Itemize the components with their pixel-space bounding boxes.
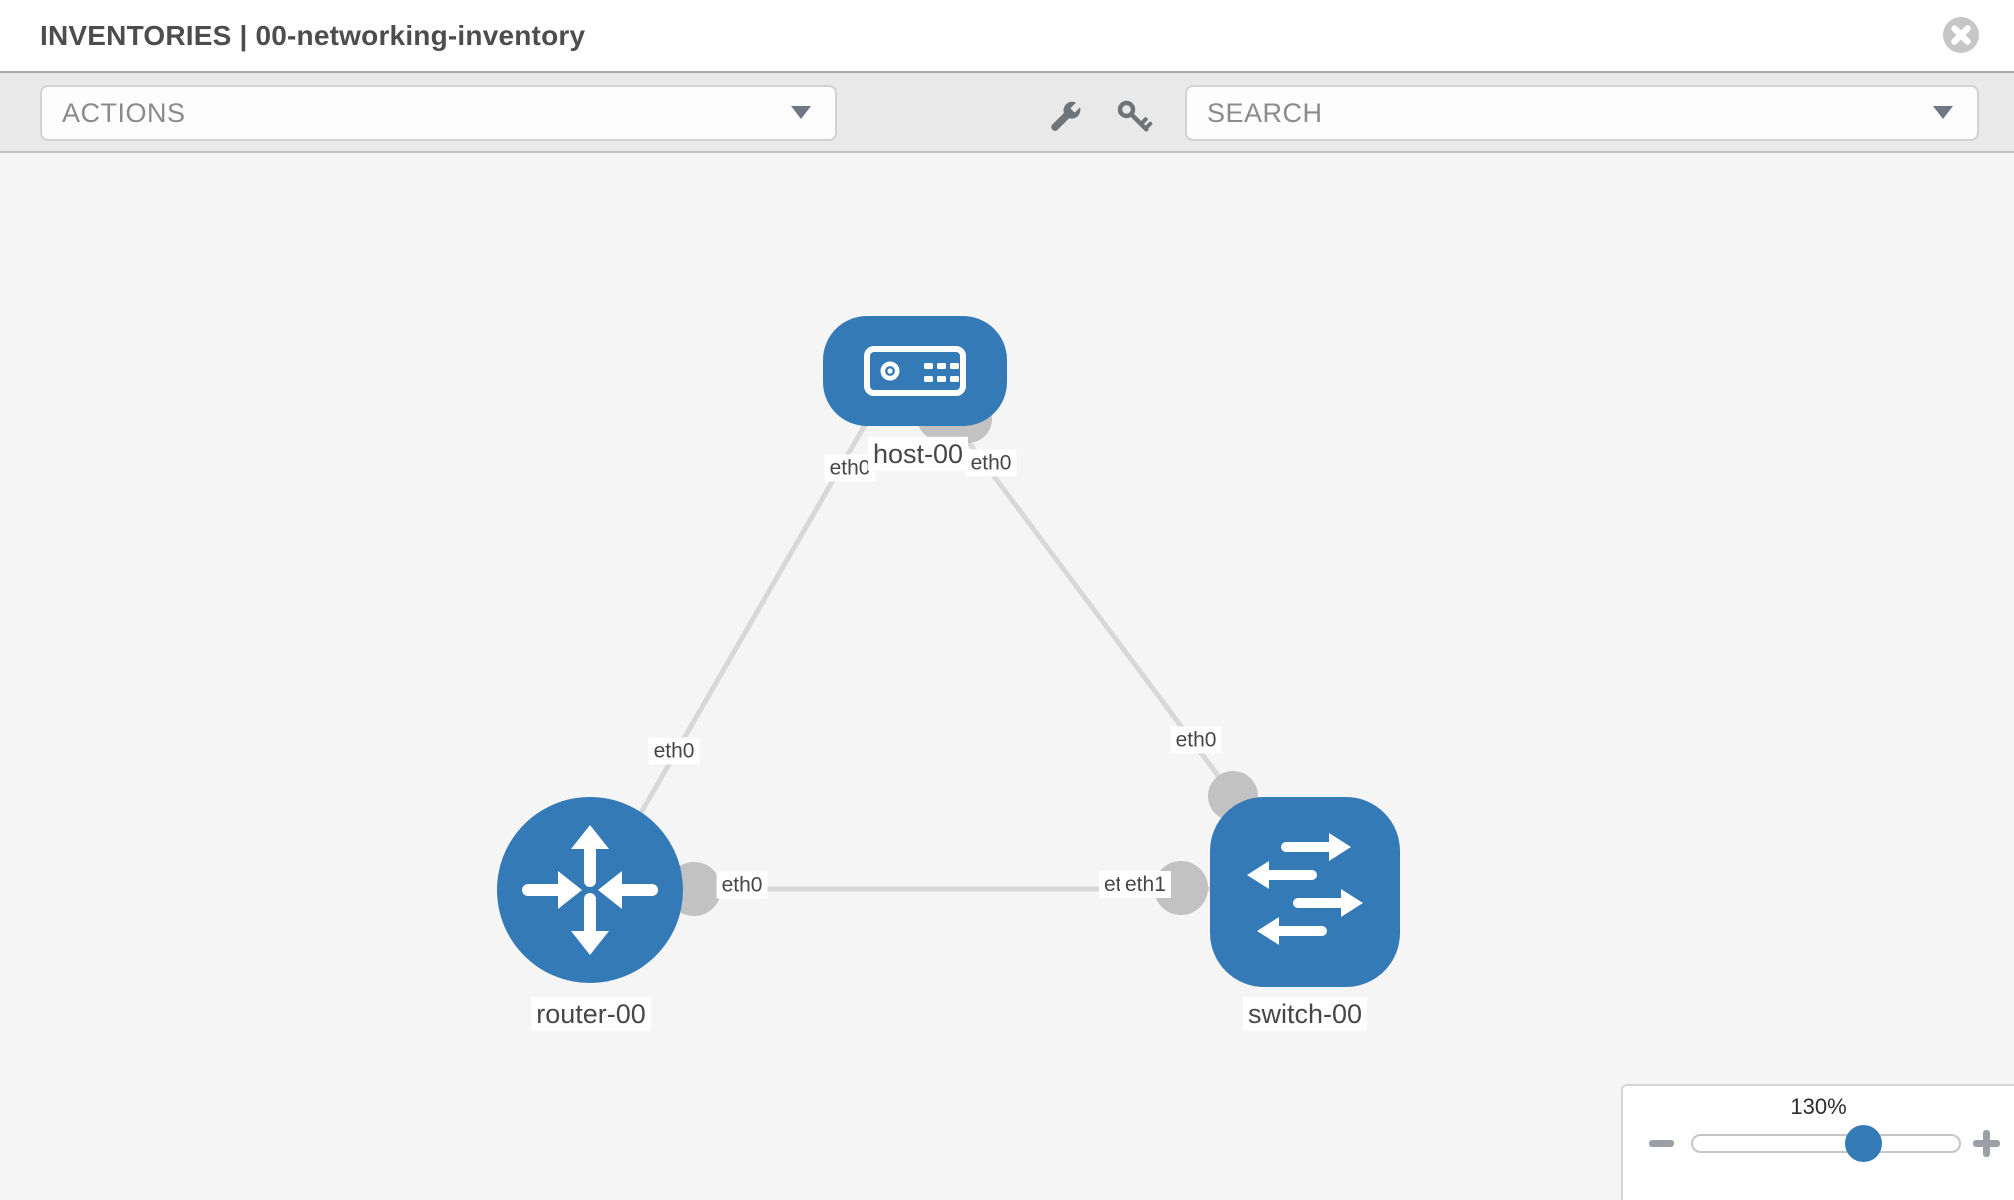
- actions-dropdown[interactable]: ACTIONS: [40, 85, 837, 141]
- topology-canvas[interactable]: eth0 eth0 eth0 eth0 eth0 eth0 eth1 host-…: [0, 153, 2014, 1200]
- zoom-in-button[interactable]: [1973, 1130, 2000, 1157]
- header: INVENTORIES | 00-networking-inventory: [0, 0, 2014, 71]
- node-label-switch: switch-00: [1242, 996, 1368, 1032]
- wrench-icon: [1046, 101, 1086, 141]
- router-icon: [522, 825, 658, 955]
- switch-icon: [1247, 833, 1363, 945]
- search-dropdown[interactable]: SEARCH: [1185, 85, 1979, 141]
- iface-label-router-switch-router-side: eth0: [716, 871, 768, 899]
- actions-dropdown-label: ACTIONS: [62, 97, 186, 128]
- close-button[interactable]: [1938, 12, 1984, 58]
- toolbar: ACTIONS SEARCH: [0, 71, 2014, 153]
- plus-icon: [1983, 1130, 1990, 1157]
- node-host[interactable]: [823, 316, 1007, 426]
- chevron-down-icon: [791, 106, 811, 119]
- iface-label-router-switch-switch-side: eth1: [1120, 871, 1171, 899]
- zoom-slider-handle[interactable]: [1845, 1125, 1882, 1162]
- zoom-out-button[interactable]: [1649, 1140, 1674, 1147]
- node-switch[interactable]: [1210, 797, 1400, 987]
- zoom-panel: 130%: [1621, 1084, 2014, 1200]
- node-label-host: host-00: [867, 436, 969, 472]
- iface-label-host-router-host-side: eth0: [824, 454, 876, 482]
- key-icon: [1114, 100, 1154, 141]
- node-label-router: router-00: [531, 996, 651, 1032]
- key-button[interactable]: [1114, 97, 1154, 137]
- zoom-level-label: 130%: [1790, 1094, 1847, 1119]
- close-icon: [1938, 17, 1984, 62]
- iface-label-host-router-router-side: eth0: [648, 737, 700, 765]
- node-router[interactable]: [497, 797, 683, 983]
- iface-label-host-switch-host-side: eth0: [965, 449, 1017, 477]
- chevron-down-icon: [1933, 106, 1953, 119]
- server-icon: [864, 346, 966, 396]
- page-title: INVENTORIES | 00-networking-inventory: [40, 20, 586, 51]
- topology-graph: [497, 316, 1400, 987]
- zoom-slider[interactable]: [1691, 1134, 1961, 1153]
- search-dropdown-label: SEARCH: [1207, 97, 1323, 128]
- iface-label-host-switch-switch-side: eth0: [1170, 726, 1222, 754]
- wrench-button[interactable]: [1046, 97, 1086, 137]
